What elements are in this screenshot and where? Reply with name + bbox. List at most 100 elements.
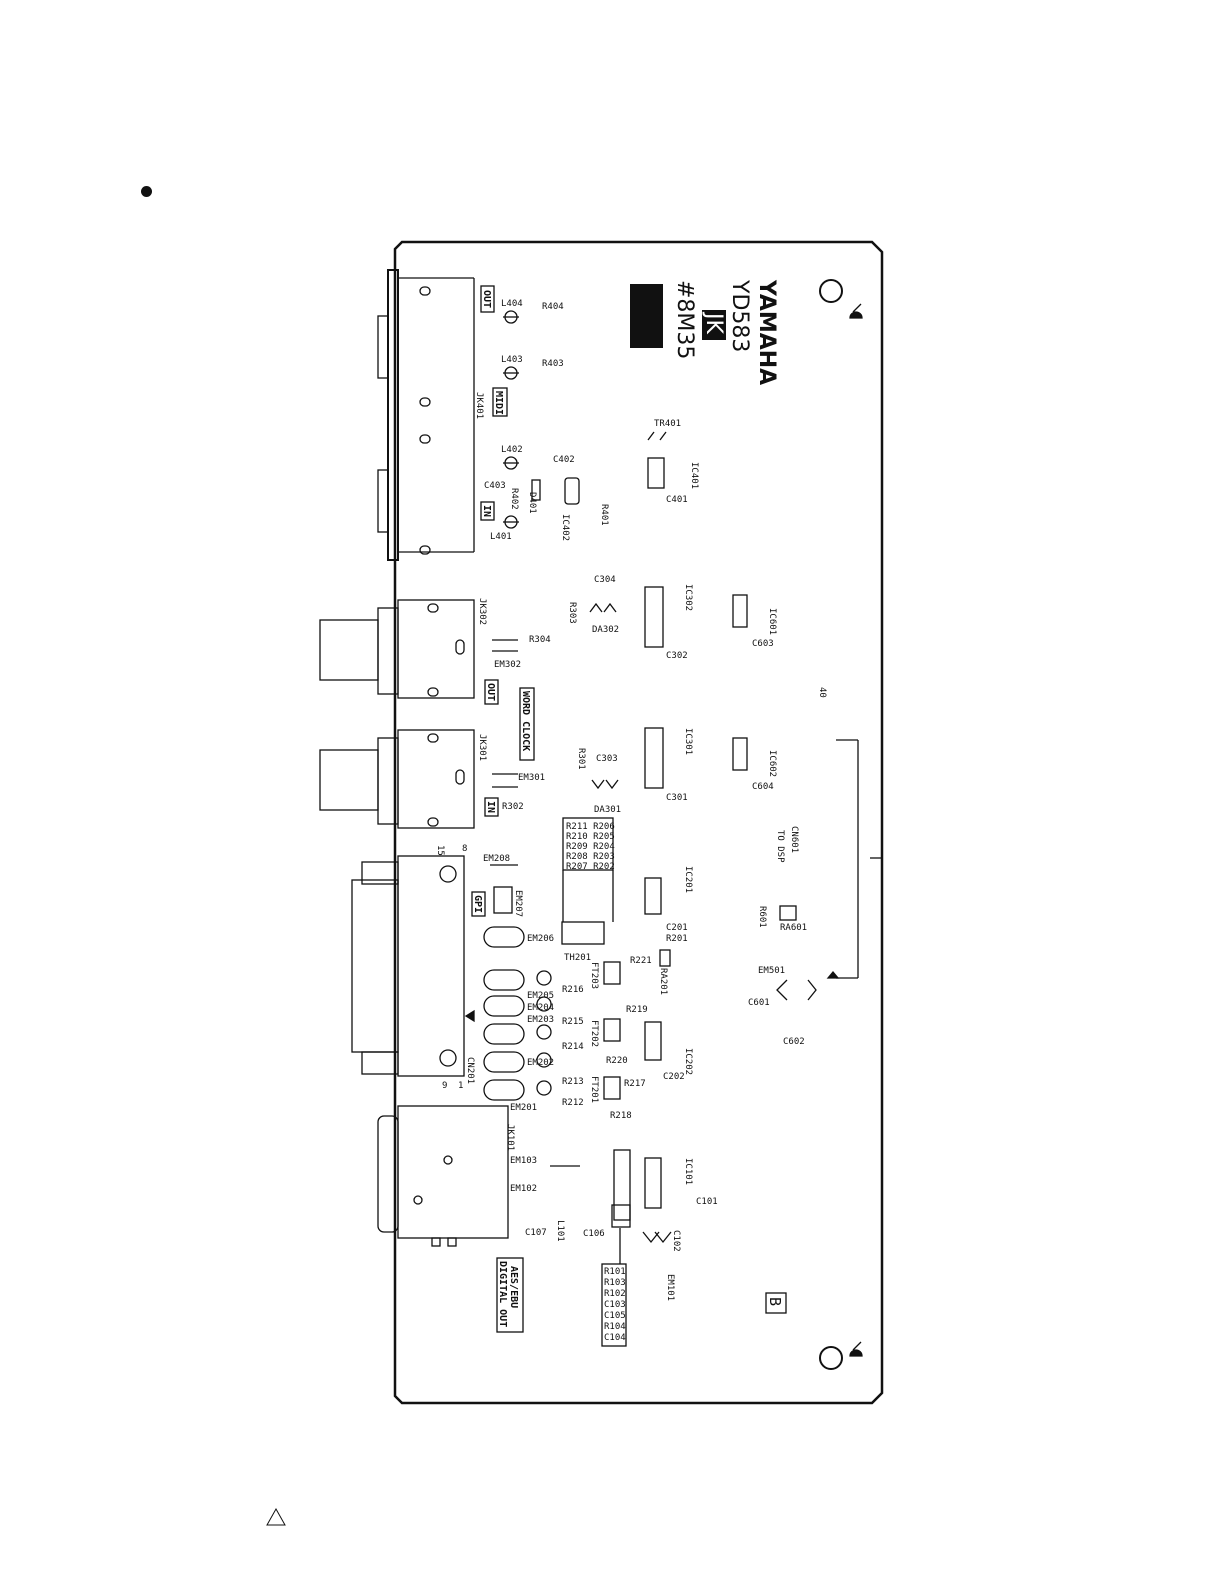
label-EM203: EM203	[527, 1015, 554, 1025]
label-midi-out: OUT	[481, 290, 492, 308]
label-C107: C107	[525, 1228, 547, 1238]
label-C102: C102	[671, 1230, 681, 1252]
label-pin8: 8	[462, 844, 467, 854]
word-clock-out-bnc	[319, 599, 518, 699]
label-C401: C401	[666, 495, 688, 505]
label-pin15: 15	[435, 845, 445, 856]
board-id: YAMAHA YD583 JK #8M35	[672, 279, 779, 385]
label-L403: L403	[501, 355, 523, 365]
aes-ebu-xlr-connector	[377, 1105, 631, 1247]
label-side-b: B	[766, 1297, 784, 1306]
vertical-labels: JK401 D401 R402 IC401 R401 IC402 JK302 R…	[435, 392, 799, 1301]
label-IC101: IC101	[683, 1158, 693, 1185]
em-bead-array	[483, 921, 605, 1101]
label-JK101: JK101	[505, 1124, 515, 1151]
label-word-clock: WORD CLOCK	[520, 691, 531, 751]
label-C403: C403	[484, 481, 506, 491]
r1-row-7: C104	[604, 1333, 626, 1343]
board-outline	[393, 240, 884, 1405]
label-C101: C101	[696, 1197, 718, 1207]
warning-triangle-icon	[266, 1508, 286, 1526]
label-IC602: IC602	[767, 750, 777, 777]
label-R216: R216	[562, 985, 584, 995]
label-L101: L101	[555, 1220, 565, 1242]
label-pin9: 9	[442, 1081, 447, 1091]
model-text: YD583	[727, 279, 752, 352]
label-C106: C106	[583, 1229, 605, 1239]
label-pin40: 40	[817, 687, 827, 698]
label-FT201: FT201	[589, 1076, 599, 1103]
r2-row-5: R207 R202	[566, 862, 615, 872]
label-EM103: EM103	[510, 1156, 537, 1166]
label-TH201: TH201	[564, 953, 591, 963]
label-to-dsp: TO DSP	[775, 830, 785, 863]
label-C402: C402	[553, 455, 575, 465]
ic-packages	[589, 431, 817, 1244]
boxed-labels: OUT MIDI IN OUT WORD CLOCK IN GPI DIGITA…	[471, 285, 535, 1333]
label-aes-ebu: AES/EBU	[508, 1266, 519, 1308]
label-R303: R303	[567, 602, 577, 624]
label-CN601: CN601	[789, 826, 799, 853]
ground-symbol-bottom	[849, 1341, 863, 1357]
label-RA601: RA601	[780, 923, 807, 933]
label-IC202: IC202	[683, 1048, 693, 1075]
code-text: #8M35	[672, 280, 697, 359]
label-EM204: EM204	[527, 1003, 554, 1013]
label-R404: R404	[542, 302, 564, 312]
label-RA201: RA201	[658, 968, 668, 995]
label-R301: R301	[576, 748, 586, 770]
label-R401: R401	[599, 504, 609, 526]
label-EM202: EM202	[527, 1058, 554, 1068]
label-C201: C201	[666, 923, 688, 933]
label-R217: R217	[624, 1079, 646, 1089]
label-midi-in: IN	[481, 505, 492, 517]
word-clock-in-bnc	[319, 729, 518, 829]
label-EM206: EM206	[527, 934, 554, 944]
label-EM205: EM205	[527, 991, 554, 1001]
label-R302: R302	[502, 802, 524, 812]
label-EM207: EM207	[513, 890, 523, 917]
label-IC401: IC401	[689, 462, 699, 489]
label-DA301: DA301	[594, 805, 621, 815]
label-R215: R215	[562, 1017, 584, 1027]
label-JK301: JK301	[477, 734, 487, 761]
r1-row-2: R103	[604, 1278, 626, 1288]
label-D401: D401	[527, 492, 537, 514]
black-label-block	[630, 284, 663, 348]
label-L404: L404	[501, 299, 523, 309]
label-IC601: IC601	[767, 608, 777, 635]
label-IC301: IC301	[683, 728, 693, 755]
label-FT202: FT202	[589, 1020, 599, 1047]
label-EM201: EM201	[510, 1103, 537, 1113]
label-EM101: EM101	[665, 1274, 675, 1301]
r1-row-6: R104	[604, 1322, 626, 1332]
side-mark-b: B	[765, 1292, 787, 1314]
r2-row-4: R208 R203	[566, 852, 615, 862]
label-C301: C301	[666, 793, 688, 803]
label-R403: R403	[542, 359, 564, 369]
label-C603: C603	[752, 639, 774, 649]
gpi-dsub-connector	[351, 855, 518, 1077]
label-IC201: IC201	[683, 866, 693, 893]
label-R304: R304	[529, 635, 551, 645]
label-R214: R214	[562, 1042, 584, 1052]
label-IC302: IC302	[683, 584, 693, 611]
label-R213: R213	[562, 1077, 584, 1087]
cn601-connector-bracket	[826, 739, 859, 979]
label-EM302: EM302	[494, 660, 521, 670]
label-pin1: 1	[458, 1081, 463, 1091]
label-C302: C302	[666, 651, 688, 661]
r1-row-5: C105	[604, 1311, 626, 1321]
label-C602: C602	[783, 1037, 805, 1047]
mounting-hole-bottom	[819, 1346, 843, 1370]
r2-row-1: R211 R206	[566, 822, 615, 832]
label-FT203: FT203	[589, 962, 599, 989]
label-DA302: DA302	[592, 625, 619, 635]
label-EM208: EM208	[483, 854, 510, 864]
label-IC402: IC402	[560, 514, 570, 541]
resistor-block-r1xx: R101 R103 R102 C103 C105 R104 C104	[601, 1228, 627, 1347]
tag-text: JK	[701, 311, 726, 334]
label-R220: R220	[606, 1056, 628, 1066]
ground-symbol-top	[849, 303, 863, 319]
